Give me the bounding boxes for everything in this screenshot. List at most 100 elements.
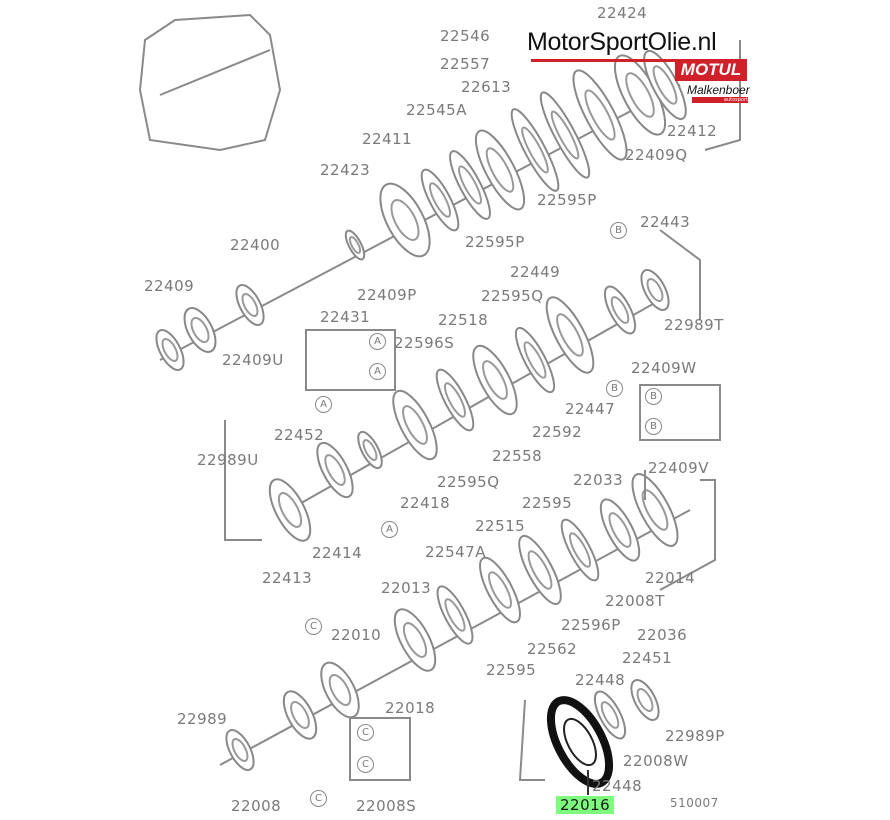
part-label[interactable]: 22418 <box>400 494 451 512</box>
part-label[interactable]: 22409W <box>631 359 697 377</box>
gear <box>344 229 366 261</box>
gear-bore <box>390 199 420 241</box>
part-label[interactable]: 22545A <box>406 101 467 119</box>
part-label[interactable]: 22989U <box>197 451 259 469</box>
part-label[interactable]: 22595Q <box>481 287 544 305</box>
gear-bore <box>485 147 515 193</box>
gear-bore <box>443 382 467 418</box>
gear-bore <box>190 316 210 344</box>
site-name: MotorSportOlie.nl <box>527 28 717 56</box>
gear <box>392 389 438 461</box>
callout-marker: A <box>369 333 386 350</box>
callout-marker: C <box>357 724 374 741</box>
gear-bore <box>324 454 346 486</box>
part-label[interactable]: 22448 <box>575 671 626 689</box>
part-label[interactable]: 22515 <box>475 517 526 535</box>
gear <box>225 729 255 771</box>
part-label[interactable]: 22443 <box>640 213 691 231</box>
gear-bore <box>362 439 378 461</box>
part-label[interactable]: 22409U <box>222 351 284 369</box>
part-label[interactable]: 22592 <box>532 423 583 441</box>
gear <box>603 285 637 335</box>
part-label[interactable]: 22448 <box>592 777 643 795</box>
part-label[interactable]: 22008S <box>356 797 417 815</box>
part-label[interactable]: 22562 <box>527 640 578 658</box>
part-label[interactable]: 22447 <box>565 400 616 418</box>
gear-bore <box>402 622 428 658</box>
logo-underline <box>531 59 746 62</box>
part-label[interactable]: 22431 <box>320 308 371 326</box>
part-label[interactable]: 22596P <box>561 616 621 634</box>
part-label[interactable]: 22409 <box>144 277 195 295</box>
part-label[interactable]: 22008 <box>231 797 282 815</box>
dealer-name: Malkenboer <box>687 83 750 97</box>
part-label[interactable]: 22613 <box>461 78 512 96</box>
part-label[interactable]: 22518 <box>438 311 489 329</box>
part-label[interactable]: 22595P <box>465 233 525 251</box>
part-label[interactable]: 22989T <box>664 316 724 334</box>
part-label[interactable]: 22400 <box>230 236 281 254</box>
gear-bore <box>556 313 584 357</box>
part-label[interactable]: 22557 <box>440 55 491 73</box>
part-label[interactable]: 22451 <box>622 649 673 667</box>
gear <box>155 329 185 371</box>
gear-bore <box>636 688 654 712</box>
callout-marker: B <box>645 388 662 405</box>
part-label[interactable]: 22036 <box>637 626 688 644</box>
part-label[interactable]: 22423 <box>320 161 371 179</box>
part-label[interactable]: 22547A <box>425 543 486 561</box>
diagram-code: 510007 <box>670 796 719 810</box>
callout-marker: C <box>310 790 327 807</box>
gear-bore <box>161 338 179 362</box>
gear <box>316 441 354 499</box>
part-label[interactable]: 22018 <box>385 699 436 717</box>
part-label[interactable]: 22595Q <box>437 473 500 491</box>
callout-marker: C <box>357 756 374 773</box>
part-label[interactable]: 22595 <box>522 494 573 512</box>
part-label[interactable]: 22452 <box>274 426 325 444</box>
part-label[interactable]: 22595P <box>537 191 597 209</box>
gear <box>560 518 600 582</box>
gear-bore <box>402 405 428 445</box>
leader-line <box>644 470 716 591</box>
gear <box>539 91 591 179</box>
part-label[interactable]: 22989P <box>665 727 725 745</box>
gear-bore <box>277 492 303 528</box>
part-label[interactable]: 22013 <box>381 579 432 597</box>
gear <box>282 690 318 740</box>
part-label[interactable]: 22409P <box>357 286 417 304</box>
callout-marker: C <box>305 618 322 635</box>
part-label[interactable]: 22409V <box>648 459 709 477</box>
gear-bore <box>584 89 616 141</box>
part-label[interactable]: 22413 <box>262 569 313 587</box>
part-label-highlighted[interactable]: 22016 <box>556 796 615 814</box>
part-label[interactable]: 22010 <box>331 626 382 644</box>
gear <box>479 556 521 624</box>
part-label[interactable]: 22411 <box>362 130 413 148</box>
part-label[interactable]: 22595 <box>486 661 537 679</box>
gear-bore <box>568 532 592 568</box>
gear-bore <box>652 65 678 105</box>
part-label[interactable]: 22014 <box>645 569 696 587</box>
gear-bore <box>231 738 249 762</box>
part-label[interactable]: 22008T <box>605 592 665 610</box>
part-label[interactable]: 22008W <box>623 752 689 770</box>
part-label[interactable]: 22409Q <box>625 146 688 164</box>
gear <box>518 534 562 606</box>
part-label[interactable]: 22033 <box>573 471 624 489</box>
part-label[interactable]: 22558 <box>492 447 543 465</box>
gear-bore <box>608 512 632 548</box>
part-label[interactable]: 22596S <box>394 334 455 352</box>
part-label[interactable]: 22424 <box>597 4 648 22</box>
part-label[interactable]: 22449 <box>510 263 561 281</box>
part-label[interactable]: 22412 <box>667 122 718 140</box>
part-label[interactable]: 22546 <box>440 27 491 45</box>
part-label[interactable]: 22989 <box>177 710 228 728</box>
gear-bore <box>521 126 549 174</box>
gear <box>435 368 475 432</box>
inset-shaft <box>159 49 271 96</box>
part-label[interactable]: 22414 <box>312 544 363 562</box>
gear-bore <box>610 296 630 324</box>
leader-line <box>349 717 411 781</box>
